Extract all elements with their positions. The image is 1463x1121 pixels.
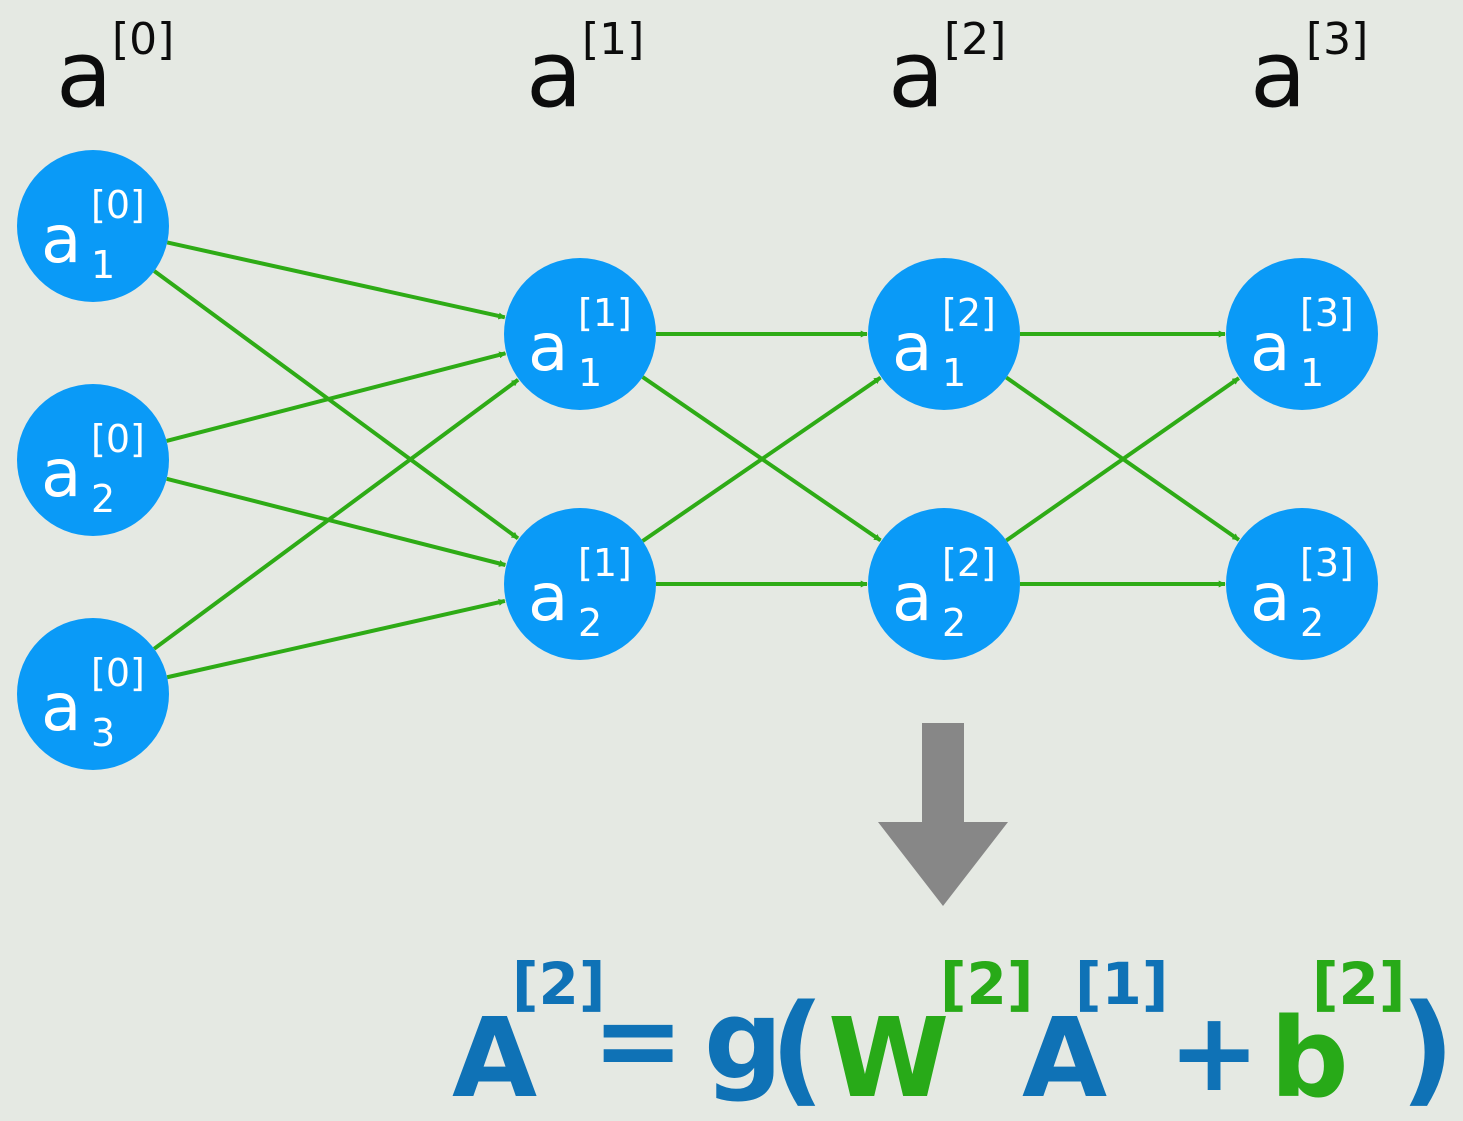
node-circle	[868, 508, 1020, 660]
eq-equals: =	[592, 976, 684, 1104]
node-l3-1: a[3] 1	[1226, 258, 1378, 410]
node-l2-2: a[2] 2	[868, 508, 1020, 660]
node-label-sub: 2	[91, 477, 115, 521]
edge-l0-1-to-l1-2	[153, 269, 520, 541]
node-label-sup: [0]	[91, 651, 145, 695]
edge-l0-2-to-l1-1	[166, 351, 507, 443]
node-l0-3: a[0] 3	[17, 618, 169, 770]
node-label-sup: [1]	[578, 291, 632, 335]
eq-func: g	[704, 976, 783, 1104]
nodes: a[0]1a[0]2a[0]3a[1]1a[1]2a[2]1a[2]2a[3]1…	[17, 150, 1378, 770]
node-label-sub: 1	[91, 243, 115, 287]
layer-header-l1: a[1]	[526, 14, 644, 128]
edge-l0-1-to-l1-1	[166, 240, 506, 320]
equation: A [2] = g ( W [2] A [1] + b [2] )	[452, 950, 1455, 1121]
eq-plus: +	[1168, 988, 1260, 1116]
layer-headers: a[0]a[1]a[2]a[3]	[56, 14, 1368, 128]
eq-lhs-sup: [2]	[512, 950, 605, 1018]
node-label-sup: [0]	[91, 417, 145, 461]
node-label-base: a	[1250, 559, 1290, 636]
layer-header-sup: [0]	[112, 14, 174, 65]
layer-header-l3: a[3]	[1250, 14, 1368, 128]
layer-header-l0: a[0]	[56, 14, 174, 128]
node-label-sup: [3]	[1300, 291, 1354, 335]
layer-header-base: a	[888, 21, 944, 128]
layer-header-l2: a[2]	[888, 14, 1006, 128]
node-label-base: a	[892, 559, 932, 636]
node-label-sub: 1	[942, 351, 966, 395]
node-l0-1: a[0] 1	[17, 150, 169, 302]
layer-header-base: a	[1250, 21, 1306, 128]
edge-l0-3-to-l1-1	[152, 378, 520, 651]
node-label-sup: [2]	[942, 291, 996, 335]
node-label-sub: 1	[578, 351, 602, 395]
eq-w-sup: [2]	[940, 950, 1033, 1018]
eq-b-base: b	[1270, 994, 1349, 1121]
eq-w-base: W	[828, 994, 949, 1121]
node-l1-1: a[1] 1	[504, 258, 656, 410]
node-l2-1: a[2] 1	[868, 258, 1020, 410]
layer-header-base: a	[526, 21, 582, 128]
node-circle	[504, 508, 656, 660]
node-l3-2: a[3] 2	[1226, 508, 1378, 660]
node-circle	[17, 150, 169, 302]
layer-header-sup: [2]	[944, 14, 1006, 65]
node-circle	[17, 384, 169, 536]
node-label-sub: 2	[942, 601, 966, 645]
node-circle	[868, 258, 1020, 410]
eq-lhs-base: A	[452, 994, 537, 1121]
node-label-sub: 3	[91, 711, 115, 755]
node-label-base: a	[528, 309, 568, 386]
node-label-base: a	[41, 435, 81, 512]
eq-b-sup: [2]	[1312, 950, 1405, 1018]
node-label-sup: [2]	[942, 541, 996, 585]
node-l1-2: a[1] 2	[504, 508, 656, 660]
node-circle	[1226, 508, 1378, 660]
node-label-sup: [1]	[578, 541, 632, 585]
node-label-sub: 1	[1300, 351, 1324, 395]
node-label-base: a	[892, 309, 932, 386]
node-label-sub: 2	[578, 601, 602, 645]
node-label-sup: [0]	[91, 183, 145, 227]
edge-l0-3-to-l1-2	[166, 598, 506, 680]
node-circle	[504, 258, 656, 410]
node-label-base: a	[528, 559, 568, 636]
eq-a-sup: [1]	[1075, 950, 1168, 1018]
down-arrow-icon	[878, 723, 1008, 906]
edge-l1-2-to-l2-1	[641, 375, 882, 543]
eq-close-paren: )	[1400, 980, 1455, 1119]
edges	[152, 240, 1241, 680]
node-circle	[1226, 258, 1378, 410]
node-label-sup: [3]	[1300, 541, 1354, 585]
node-l0-2: a[0] 2	[17, 384, 169, 536]
edge-l0-2-to-l1-2	[166, 476, 507, 567]
node-label-base: a	[41, 201, 81, 278]
node-label-sub: 2	[1300, 601, 1324, 645]
node-circle	[17, 618, 169, 770]
node-label-base: a	[1250, 309, 1290, 386]
eq-open-paren: (	[770, 980, 825, 1119]
layer-header-sup: [1]	[582, 14, 644, 65]
edge-l2-2-to-l3-1	[1005, 376, 1241, 543]
layer-header-base: a	[56, 21, 112, 128]
layer-header-sup: [3]	[1306, 14, 1368, 65]
node-label-base: a	[41, 669, 81, 746]
eq-a-base: A	[1022, 994, 1107, 1121]
